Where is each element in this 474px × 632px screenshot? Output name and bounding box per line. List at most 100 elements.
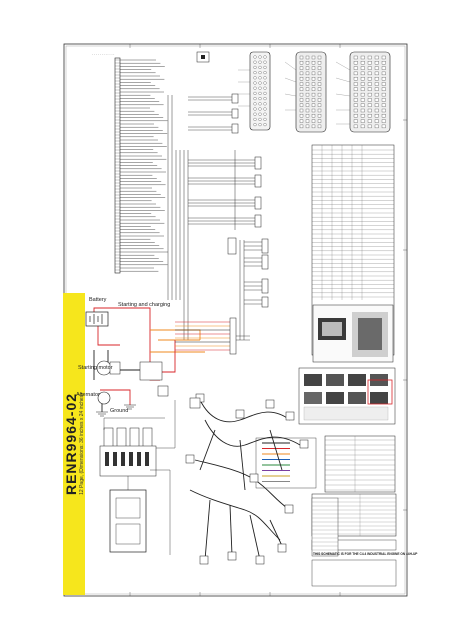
connector-pin <box>353 66 358 70</box>
connector-pin <box>367 61 372 65</box>
connector-pin <box>367 92 372 97</box>
connector-pin <box>299 98 304 102</box>
connector-pin <box>360 82 365 86</box>
connector-pin <box>353 124 358 129</box>
connector-pin <box>263 91 267 95</box>
connector-pin <box>374 66 379 70</box>
connector-pin <box>311 103 316 107</box>
connector-pin <box>317 82 322 86</box>
connector-pin <box>367 124 372 129</box>
connector-pin <box>353 77 358 81</box>
connector-pin <box>381 114 386 118</box>
connector-pin <box>353 92 358 97</box>
connector-pin <box>381 55 386 60</box>
connector-pin <box>253 112 257 116</box>
connector-pin <box>258 76 262 80</box>
connector-pin <box>367 108 372 113</box>
connector-pin <box>253 60 257 64</box>
connector-pin <box>299 71 304 76</box>
connector-pin <box>311 119 316 123</box>
connector-pin <box>299 103 304 107</box>
connector-pin <box>360 55 365 60</box>
connector-pin <box>305 55 310 60</box>
connector-pin <box>353 87 358 91</box>
connector-pin <box>253 102 257 106</box>
ecm-header-label: . . . . . . . . . . . . <box>92 52 115 56</box>
connector-pin <box>311 61 316 65</box>
connector-pin <box>374 87 379 91</box>
connector-pin <box>360 92 365 97</box>
connector-pin <box>353 103 358 107</box>
connector-pin <box>253 71 257 75</box>
connector-pin <box>317 77 322 81</box>
connector-pin <box>263 107 267 111</box>
connector-pin <box>353 55 358 60</box>
connector-pin <box>311 124 316 129</box>
connector-pin <box>253 97 257 101</box>
connector-pin <box>299 87 304 91</box>
connector-pin <box>367 55 372 60</box>
connector-pin <box>374 55 379 60</box>
connector-pin <box>381 108 386 113</box>
connector-pin <box>311 71 316 76</box>
connector-pin <box>258 112 262 116</box>
connector-pin <box>263 86 267 90</box>
connector-pin <box>360 124 365 129</box>
connector-pin <box>311 55 316 60</box>
connector-pin <box>367 82 372 86</box>
connector-pin <box>263 112 267 116</box>
connector-pin <box>374 61 379 65</box>
ground-label: Ground <box>110 408 129 414</box>
connector-pin <box>317 114 322 118</box>
connector-pin <box>317 66 322 70</box>
connector-pin <box>258 81 262 85</box>
connector-pin <box>305 103 310 107</box>
connector-pin <box>299 108 304 113</box>
connector-pin <box>305 71 310 76</box>
connector-pin <box>299 82 304 86</box>
document-banner: RENR9964-02 12 Page, (Dimensions: 36 inc… <box>63 293 85 595</box>
connector-pin <box>381 87 386 91</box>
connector-pin <box>258 71 262 75</box>
connector-pin <box>253 91 257 95</box>
connector-pin <box>263 81 267 85</box>
connector-pin <box>381 71 386 76</box>
connector-pin <box>353 61 358 65</box>
connector-pin <box>317 124 322 129</box>
connector-pin <box>305 66 310 70</box>
connector-pin <box>258 117 262 121</box>
connector-pin <box>367 87 372 91</box>
connector-pin <box>381 103 386 107</box>
connector-pin <box>263 65 267 69</box>
connector-pin <box>353 98 358 102</box>
connector-pin <box>258 55 262 59</box>
connector-pin <box>374 77 379 81</box>
connector-pin <box>374 108 379 113</box>
connector-pin <box>317 108 322 113</box>
connector-pin <box>305 124 310 129</box>
connector-pin <box>353 114 358 118</box>
connector-pin <box>253 86 257 90</box>
connector-pin <box>381 82 386 86</box>
connector-pin <box>367 77 372 81</box>
connector-pin <box>374 124 379 129</box>
connector-pin <box>305 92 310 97</box>
connector-pin <box>360 114 365 118</box>
connector-pin <box>360 71 365 76</box>
connector-pin <box>381 98 386 102</box>
connector-pin <box>305 114 310 118</box>
connector-pin <box>258 86 262 90</box>
connector-pin <box>263 60 267 64</box>
connector-pin <box>317 55 322 60</box>
document-number: RENR9964-02 <box>63 392 79 496</box>
connector-pin <box>360 87 365 91</box>
connector-pin <box>305 82 310 86</box>
connector-pin <box>311 92 316 97</box>
connector-pin <box>253 107 257 111</box>
connector-pin <box>367 98 372 102</box>
connector-pin <box>360 77 365 81</box>
connector-pin <box>263 97 267 101</box>
connector-pin <box>263 102 267 106</box>
connector-pin <box>381 124 386 129</box>
